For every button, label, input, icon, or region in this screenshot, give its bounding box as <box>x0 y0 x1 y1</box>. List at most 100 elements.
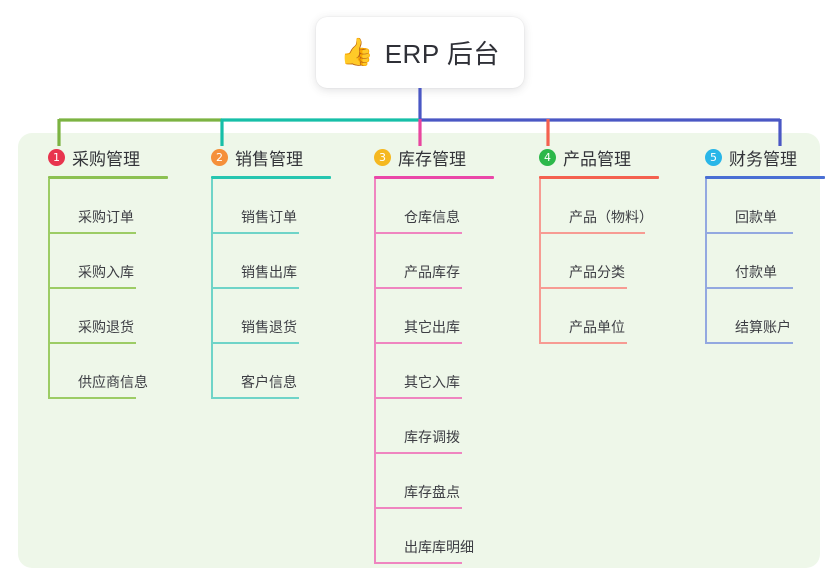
leaf-label: 采购退货 <box>78 319 134 335</box>
root-node-content: 👍 ERP 后台 <box>340 34 500 71</box>
leaf-rule <box>705 342 793 344</box>
branch-badge-4: 4 <box>539 148 556 166</box>
leaf-label: 付款单 <box>735 264 777 280</box>
branch-badge-2: 2 <box>211 148 228 166</box>
leaf-rule <box>705 232 793 234</box>
leaf-item[interactable]: 库存盘点 <box>374 454 526 509</box>
branch-header-5[interactable]: 5 财务管理 <box>687 145 837 169</box>
leaf-label: 产品（物料） <box>569 209 653 225</box>
leaf-label: 其它入库 <box>404 374 460 390</box>
leaf-rule <box>374 562 462 564</box>
leaf-label: 其它出库 <box>404 319 460 335</box>
leaf-rule <box>211 397 299 399</box>
leaf-item[interactable]: 出库库明细 <box>374 509 526 564</box>
leaf-item[interactable]: 产品分类 <box>539 234 701 289</box>
branch-column-4: 4 产品管理 产品（物料） 产品分类 产品单位 <box>521 145 701 344</box>
leaf-label: 采购入库 <box>78 264 134 280</box>
branch-column-5: 5 财务管理 回款单 付款单 结算账户 <box>687 145 837 344</box>
leaf-item[interactable]: 回款单 <box>705 179 837 234</box>
leaf-item[interactable]: 其它出库 <box>374 289 526 344</box>
leaf-rule <box>374 397 462 399</box>
leaf-rule <box>374 507 462 509</box>
branch-header-2[interactable]: 2 销售管理 <box>193 145 353 169</box>
leaf-item[interactable]: 产品库存 <box>374 234 526 289</box>
leaf-rule <box>539 342 627 344</box>
leaf-item[interactable]: 销售退货 <box>211 289 353 344</box>
leaf-rule <box>48 232 136 234</box>
branch-badge-1: 1 <box>48 148 65 166</box>
leaf-spine-4 <box>539 179 541 344</box>
leaf-rule <box>48 287 136 289</box>
leaf-label: 客户信息 <box>241 374 297 390</box>
leaf-rule <box>374 287 462 289</box>
branch-rule-4 <box>539 176 659 179</box>
leaf-item[interactable]: 仓库信息 <box>374 179 526 234</box>
leaf-spine-5 <box>705 179 707 344</box>
branch-title-1: 采购管理 <box>72 149 140 169</box>
leaf-list-1: 采购订单 采购入库 采购退货 供应商信息 <box>48 179 190 399</box>
leaf-label: 供应商信息 <box>78 374 148 390</box>
leaf-rule <box>539 232 645 234</box>
branch-title-3: 库存管理 <box>398 149 466 169</box>
leaf-item[interactable]: 销售出库 <box>211 234 353 289</box>
leaf-label: 产品库存 <box>404 264 460 280</box>
leaf-item[interactable]: 产品单位 <box>539 289 701 344</box>
leaf-list-2: 销售订单 销售出库 销售退货 客户信息 <box>211 179 353 399</box>
branch-badge-3: 3 <box>374 148 391 166</box>
leaf-spine-3 <box>374 179 376 564</box>
leaf-label: 销售出库 <box>241 264 297 280</box>
leaf-item[interactable]: 产品（物料） <box>539 179 701 234</box>
leaf-item[interactable]: 库存调拨 <box>374 399 526 454</box>
leaf-item[interactable]: 采购退货 <box>48 289 190 344</box>
leaf-label: 结算账户 <box>735 319 791 335</box>
leaf-list-5: 回款单 付款单 结算账户 <box>705 179 837 344</box>
leaf-rule <box>211 287 299 289</box>
branch-header-1[interactable]: 1 采购管理 <box>30 145 190 169</box>
leaf-item[interactable]: 采购入库 <box>48 234 190 289</box>
branch-header-3[interactable]: 3 库存管理 <box>356 145 526 169</box>
branch-column-3: 3 库存管理 仓库信息 产品库存 其它出库 其它入库 库存调拨 <box>356 145 526 564</box>
leaf-rule <box>374 452 462 454</box>
leaf-item[interactable]: 供应商信息 <box>48 344 190 399</box>
branch-rule-5 <box>705 176 825 179</box>
leaf-label: 库存调拨 <box>404 429 460 445</box>
leaf-item[interactable]: 客户信息 <box>211 344 353 399</box>
thumbs-up-icon: 👍 <box>340 37 374 67</box>
leaf-item[interactable]: 结算账户 <box>705 289 837 344</box>
leaf-list-3: 仓库信息 产品库存 其它出库 其它入库 库存调拨 库存盘点 <box>374 179 526 564</box>
branch-column-1: 1 采购管理 采购订单 采购入库 采购退货 供应商信息 <box>30 145 190 399</box>
leaf-item[interactable]: 付款单 <box>705 234 837 289</box>
leaf-label: 仓库信息 <box>404 209 460 225</box>
leaf-rule <box>374 232 462 234</box>
branch-header-4[interactable]: 4 产品管理 <box>521 145 701 169</box>
branch-badge-5: 5 <box>705 148 722 166</box>
leaf-label: 销售订单 <box>241 209 297 225</box>
leaf-spine-1 <box>48 179 50 399</box>
root-node-card[interactable]: 👍 ERP 后台 <box>316 17 524 88</box>
leaf-rule <box>48 342 136 344</box>
branch-title-4: 产品管理 <box>563 149 631 169</box>
branch-rule-3 <box>374 176 494 179</box>
leaf-spine-2 <box>211 179 213 399</box>
branch-title-2: 销售管理 <box>235 149 303 169</box>
leaf-label: 出库库明细 <box>404 539 474 555</box>
leaf-label: 产品分类 <box>569 264 625 280</box>
leaf-rule <box>539 287 627 289</box>
root-node-title: ERP 后台 <box>384 39 500 69</box>
leaf-label: 产品单位 <box>569 319 625 335</box>
branch-rule-2 <box>211 176 331 179</box>
leaf-item[interactable]: 其它入库 <box>374 344 526 399</box>
branch-title-5: 财务管理 <box>729 149 797 169</box>
leaf-list-4: 产品（物料） 产品分类 产品单位 <box>539 179 701 344</box>
branch-column-2: 2 销售管理 销售订单 销售出库 销售退货 客户信息 <box>193 145 353 399</box>
leaf-item[interactable]: 销售订单 <box>211 179 353 234</box>
leaf-rule <box>705 287 793 289</box>
leaf-rule <box>211 342 299 344</box>
leaf-item[interactable]: 采购订单 <box>48 179 190 234</box>
leaf-rule <box>211 232 299 234</box>
leaf-rule <box>374 342 462 344</box>
leaf-label: 采购订单 <box>78 209 134 225</box>
branches-panel <box>18 133 820 568</box>
leaf-rule <box>48 397 136 399</box>
